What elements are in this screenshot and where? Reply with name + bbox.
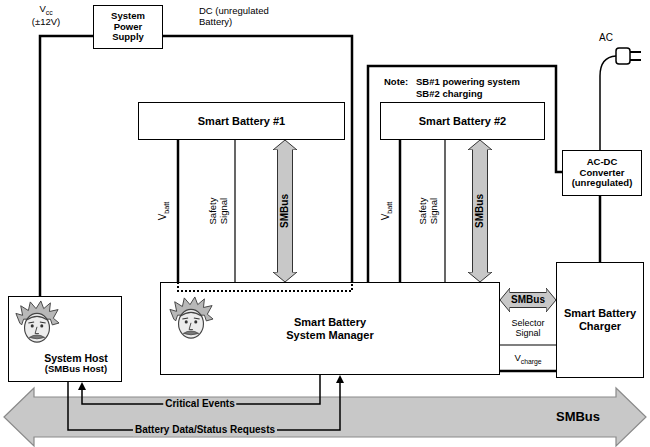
charger-power-wire bbox=[600, 196, 601, 262]
vbatt-wire bbox=[178, 140, 179, 282]
wire-line bbox=[177, 140, 180, 282]
wire-line bbox=[500, 370, 556, 373]
converter-box: AC-DC Converter(unregulated) bbox=[562, 150, 642, 196]
subscript: batt bbox=[162, 202, 171, 214]
vcc-wire bbox=[40, 36, 93, 296]
subscript: cc bbox=[46, 9, 53, 16]
battery-box: Smart Battery #1 bbox=[138, 102, 345, 140]
selector-signal-wire bbox=[500, 345, 556, 346]
manager-box: Smart Battery System Manager bbox=[160, 282, 500, 375]
manager-portrait bbox=[170, 297, 213, 338]
safety-signal-wire bbox=[235, 140, 236, 282]
connector-label: Critical Events bbox=[163, 398, 236, 410]
arrow-body bbox=[509, 293, 547, 307]
signal-name: Vbatt bbox=[380, 202, 394, 221]
wire-line bbox=[500, 344, 556, 345]
status-request-arrow bbox=[68, 382, 340, 430]
box-title: AC-DC Converter bbox=[566, 157, 638, 179]
vcharge-wire bbox=[500, 371, 556, 372]
power-supply-box: System Power Supply bbox=[93, 5, 163, 49]
charger-box: Smart Battery Charger bbox=[556, 262, 644, 378]
box-title: Smart Battery #2 bbox=[419, 115, 506, 128]
wire-line bbox=[68, 382, 340, 430]
host-box: System Host(SMBus Host) bbox=[8, 296, 122, 382]
signal-name: Vcharge bbox=[514, 353, 541, 366]
wire-line bbox=[399, 140, 402, 282]
signal-name: Vbatt bbox=[157, 202, 171, 221]
box-title: Smart Battery Charger bbox=[561, 307, 639, 332]
connector-label: SMBus bbox=[509, 294, 547, 306]
box-title: System Host bbox=[44, 352, 108, 364]
power-path-dotted bbox=[178, 282, 352, 291]
connector-label: SMBus bbox=[474, 192, 486, 230]
vbatt-wire bbox=[400, 140, 401, 282]
subscript: batt bbox=[385, 202, 394, 214]
wire-line bbox=[368, 66, 562, 282]
battery-box: Smart Battery #2 bbox=[380, 102, 545, 140]
ac-label: AC bbox=[599, 32, 613, 44]
subscript: charge bbox=[521, 358, 542, 365]
arrow-body bbox=[278, 149, 292, 273]
arrow-body bbox=[473, 149, 487, 273]
box-title: System Power Supply bbox=[97, 11, 159, 44]
plug-body bbox=[616, 48, 630, 64]
wire-line bbox=[234, 140, 235, 282]
box-title: Smart Battery #1 bbox=[198, 115, 285, 128]
signal-name: Safety Signal bbox=[418, 198, 440, 225]
box-subtitle: (SMBus Host) bbox=[45, 364, 107, 375]
wire-line bbox=[444, 140, 445, 282]
wire-line bbox=[599, 196, 602, 262]
note-text: SB#2 charging bbox=[416, 89, 483, 100]
note-label: Note: bbox=[384, 77, 408, 88]
box-subtitle: (unregulated) bbox=[572, 178, 633, 189]
smbus-band bbox=[4, 388, 646, 446]
safety-signal-wire bbox=[445, 140, 446, 282]
arrow-outline bbox=[509, 292, 547, 308]
arrow-outline bbox=[277, 149, 293, 273]
host-portrait bbox=[16, 301, 59, 342]
arrow-outline bbox=[472, 149, 488, 273]
bus-label: SMBus bbox=[556, 410, 600, 425]
connector-label: Battery Data/Status Requests bbox=[133, 424, 277, 436]
power-cord bbox=[600, 56, 616, 150]
box-title: Smart Battery System Manager bbox=[278, 316, 382, 341]
connector-label: SMBus bbox=[279, 192, 291, 230]
wire-label: DC (unregulated Battery) bbox=[199, 6, 291, 28]
wire-line bbox=[40, 36, 93, 296]
dc-wire bbox=[163, 36, 352, 282]
signal-name: Selector Signal bbox=[511, 318, 544, 339]
voltage-label: Vcc (±12V) bbox=[32, 4, 60, 28]
note-text: SB#1 powering system bbox=[416, 77, 520, 88]
signal-name: Safety Signal bbox=[208, 198, 230, 225]
wire-line bbox=[163, 36, 352, 282]
ac-power-wire bbox=[368, 66, 562, 282]
plug-prongs bbox=[630, 52, 641, 60]
